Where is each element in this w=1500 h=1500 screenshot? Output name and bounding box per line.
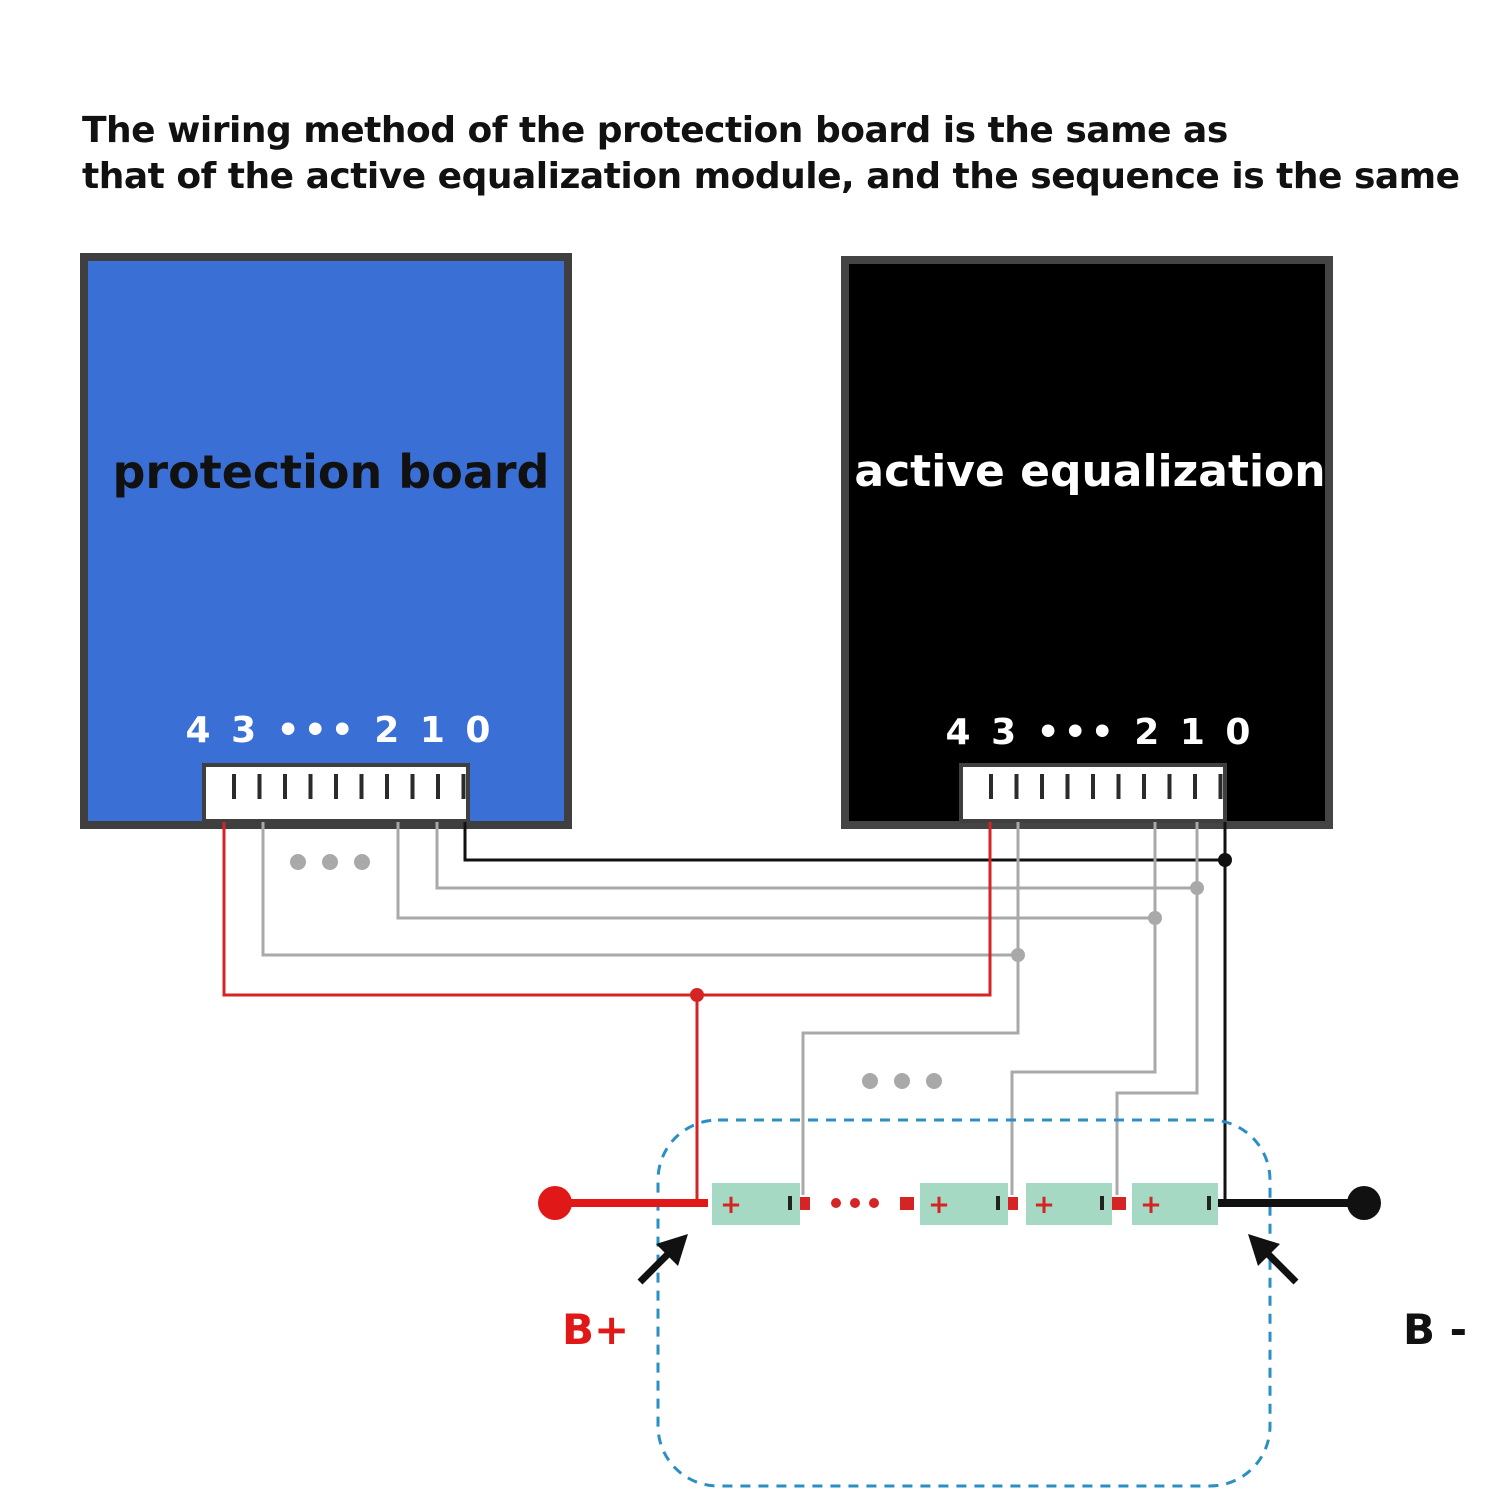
protection-board-body [80,253,572,829]
cell-plus-sign: + [1140,1190,1162,1220]
protection-board-pin-numbers: 4 3 ••• 2 1 0 [186,710,495,751]
caption-line-2: that of the active equalization module, … [82,156,1460,197]
active-equalization-connector [959,763,1227,823]
b-minus-arrow [1248,1234,1299,1285]
arrow-head [656,1234,688,1266]
wire-ellipsis-top [290,854,370,870]
ellipsis-dot [354,854,370,870]
wire-pin-2 [396,822,1155,920]
diagram-caption: The wiring method of the protection boar… [82,108,1460,200]
wire-junctions [690,853,1232,1002]
protection-board: protection board 4 3 ••• 2 1 0 [80,253,572,829]
b-minus-terminal [1347,1186,1381,1220]
battery-cell: + [920,1183,1008,1225]
ellipsis-dot [862,1073,878,1089]
battery-cell: + [1132,1183,1218,1225]
battery-cells: + + + + [712,1183,1218,1225]
battery-cell: + [712,1183,800,1225]
wire-pin-2-module [1010,822,1157,1195]
interconnect [1008,1197,1018,1210]
cell-plus-sign: + [928,1190,950,1220]
arrow-head [1248,1234,1280,1266]
battery-cell: + [1026,1183,1112,1225]
junction-dot [1148,911,1162,925]
wire-pin-3 [261,822,1018,957]
b-plus-terminal [538,1186,572,1220]
cell-body [1132,1183,1218,1225]
cell-plus-sign: + [720,1190,742,1220]
cell-body [712,1183,800,1225]
wire-pin-4 [222,822,992,997]
ellipsis-dot [869,1198,879,1208]
wire-pin-1 [435,822,1197,890]
cell-minus-mark [1207,1196,1211,1210]
interconnect [800,1197,810,1210]
junction-dot [1011,948,1025,962]
cell-minus-mark [788,1196,792,1210]
b-plus-label: B+ [562,1305,629,1354]
balance-wires [222,822,1227,1203]
ellipsis-dot [926,1073,942,1089]
cell-body [920,1183,1008,1225]
b-minus-label: B - [1403,1305,1467,1354]
wire-pin-3-module [801,822,1020,1195]
connector-pins [989,774,1223,799]
cell-plus-sign: + [1033,1190,1055,1220]
junction-dot [1190,881,1204,895]
protection-board-connector [202,763,470,823]
wire-ellipsis-middle [862,1073,942,1089]
cell-interconnects [800,1197,1126,1210]
connector-pins [232,774,466,799]
battery-pack-outline [656,1118,1272,1488]
cell-body [1026,1183,1112,1225]
active-equalization-module: active equalization 4 3 ••• 2 1 0 [841,256,1333,829]
wire-pin-0 [463,822,1225,862]
cell-minus-mark [996,1196,1000,1210]
ellipsis-dot [290,854,306,870]
active-equalization-label: active equalization [854,446,1325,497]
ellipsis-dot [850,1198,860,1208]
junction-dot [690,988,704,1002]
interconnect [900,1197,914,1210]
active-equalization-pin-numbers: 4 3 ••• 2 1 0 [946,712,1255,753]
interconnect [1112,1197,1126,1210]
cell-minus-mark [1100,1196,1104,1210]
ellipsis-dot [894,1073,910,1089]
caption-line-1: The wiring method of the protection boar… [82,110,1228,151]
ellipsis-dot [322,854,338,870]
wire-pin-1-module [1115,822,1199,1195]
active-equalization-body [841,256,1333,829]
b-plus-arrow [637,1234,688,1285]
junction-dot [1218,853,1232,867]
ellipsis-dot [831,1198,841,1208]
protection-board-label: protection board [113,445,550,499]
